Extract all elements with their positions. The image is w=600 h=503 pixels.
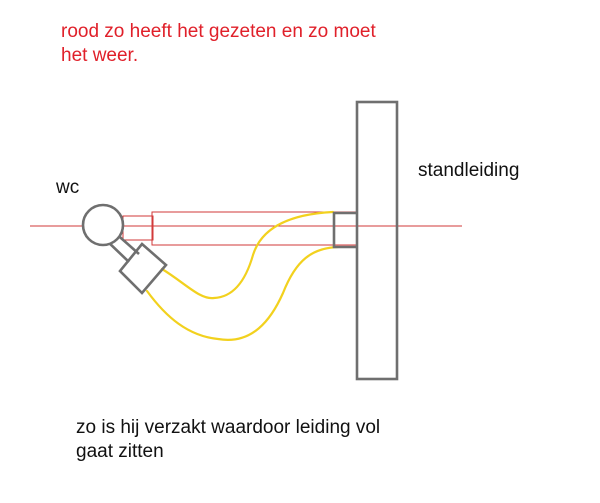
sagged-pipe-outer [145, 245, 340, 341]
standleiding-pipe [355, 100, 399, 381]
black-annotation-line-1: zo is hij verzakt waardoor leiding vol [76, 417, 381, 438]
black-annotation-line-2: gaat zitten [76, 441, 164, 462]
red-pipe-coupling [122, 215, 154, 241]
red-annotation: rood zo heeft het gezeten en zo moet het … [61, 20, 376, 68]
red-annotation-line-1: rood zo heeft het gezeten en zo moet [61, 21, 376, 42]
wc-outlet-circle [81, 203, 125, 247]
sagged-pipe-yellow [145, 210, 340, 341]
wc-label: wc [56, 177, 80, 198]
red-pipe-outline [151, 211, 358, 246]
wall-connector [332, 211, 357, 249]
black-annotation: zo is hij verzakt waardoor leiding vol ga… [76, 416, 380, 464]
sagged-socket [118, 242, 168, 295]
sagged-pipe-inner [160, 210, 335, 300]
standleiding-label: standleiding [418, 160, 520, 181]
red-annotation-line-2: het weer. [61, 45, 139, 66]
